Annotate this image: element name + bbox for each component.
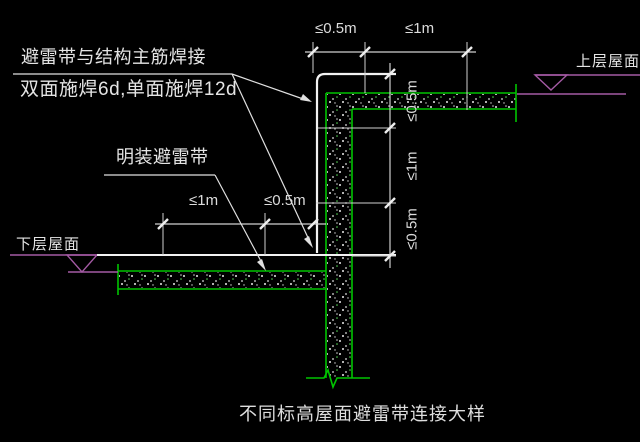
dim-right-label-2: ≤1m: [403, 151, 421, 181]
left-dimension: [155, 213, 326, 255]
elevation-triangle-icon: [65, 254, 99, 274]
dim-top-label-1: ≤0.5m: [315, 20, 357, 37]
right-dimension: [316, 63, 396, 268]
weld-leader-lower: [231, 73, 311, 243]
elevation-triangle-icon: [533, 74, 569, 91]
right-dim-ticks: [384, 68, 396, 262]
belt-leader-line: [214, 174, 264, 266]
lower-roof-level-mark: [10, 254, 118, 274]
leader-arrow-icon: [304, 236, 313, 248]
lightning-belt-conductor: [97, 72, 396, 256]
dim-top-label-2: ≤1m: [405, 20, 435, 37]
upper-roof-label: 上层屋面: [576, 53, 640, 70]
lower-slab-hatch: [119, 272, 326, 288]
belt-label: 明装避雷带: [116, 147, 209, 167]
weld-note-line2: 双面施焊6d,单面施焊12d: [20, 79, 238, 100]
upper-roof-slab: [326, 84, 517, 122]
upper-slab-hatch: [327, 94, 516, 109]
belt-label-leader: [104, 174, 266, 271]
dim-left-label-1: ≤1m: [189, 192, 219, 209]
upper-roof-level-mark: [517, 74, 640, 95]
top-dim-ticks: [307, 46, 473, 58]
dim-right-label-1: ≤0.5m: [403, 80, 421, 122]
parapet-wall: [306, 93, 370, 390]
belt-riser: [315, 72, 396, 253]
top-dimension: [305, 42, 476, 110]
weld-leader-upper: [231, 73, 307, 101]
lower-roof-slab: [117, 264, 326, 295]
left-dim-ticks: [157, 218, 319, 230]
dim-left-label-2: ≤0.5m: [264, 192, 306, 209]
wall-hatch: [327, 108, 351, 378]
leader-arrow-icon: [300, 94, 312, 102]
weld-note-leader: [13, 73, 313, 248]
drawing-title: 不同标高屋面避雷带连接大样: [239, 404, 486, 424]
lower-roof-label: 下层屋面: [16, 236, 81, 253]
weld-note-line1: 避雷带与结构主筋焊接: [21, 47, 206, 67]
dim-right-label-3: ≤0.5m: [403, 208, 421, 250]
leader-arrow-icon: [257, 259, 266, 271]
break-line: [306, 367, 370, 390]
